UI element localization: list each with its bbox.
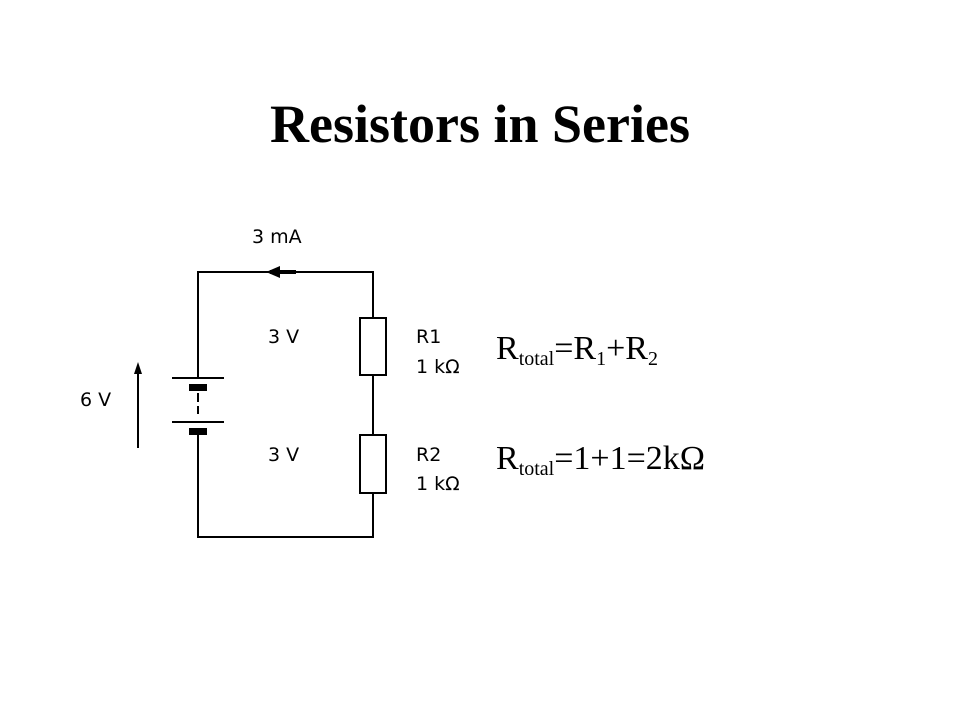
eq1-eq-r: =R	[554, 330, 597, 367]
resistor-r1-icon	[359, 317, 387, 376]
eq1-r: R	[496, 330, 519, 367]
current-label: 3 mA	[252, 226, 302, 248]
current-arrow-icon	[266, 266, 296, 278]
eq2-rhs: =1+1=2kΩ	[554, 440, 706, 477]
eq2-r: R	[496, 440, 519, 477]
r1-value-label: 1 kΩ	[416, 356, 460, 378]
wire-bottom	[197, 430, 374, 538]
r1-name-label: R1	[416, 326, 441, 348]
r1-voltage-label: 3 V	[268, 326, 299, 348]
equation-formula: Rtotal=R1+R2	[496, 330, 658, 370]
eq2-sub-total: total	[518, 458, 555, 480]
r2-voltage-label: 3 V	[268, 444, 299, 466]
source-voltage-label: 6 V	[80, 389, 111, 411]
eq1-plus-r: +R	[606, 330, 648, 367]
circuit-wires	[197, 271, 374, 538]
equation-result: Rtotal=1+1=2kΩ	[496, 440, 706, 480]
slide-title: Resistors in Series	[270, 94, 690, 154]
r2-value-label: 1 kΩ	[416, 473, 460, 495]
voltage-arrow-icon	[134, 362, 142, 448]
wire-top	[197, 271, 374, 378]
eq1-sub-2: 2	[647, 348, 658, 370]
battery-icon	[172, 377, 224, 435]
eq1-sub-total: total	[518, 348, 555, 370]
r2-name-label: R2	[416, 444, 441, 466]
resistor-r2-icon	[359, 434, 387, 494]
eq1-sub-1: 1	[596, 348, 607, 370]
